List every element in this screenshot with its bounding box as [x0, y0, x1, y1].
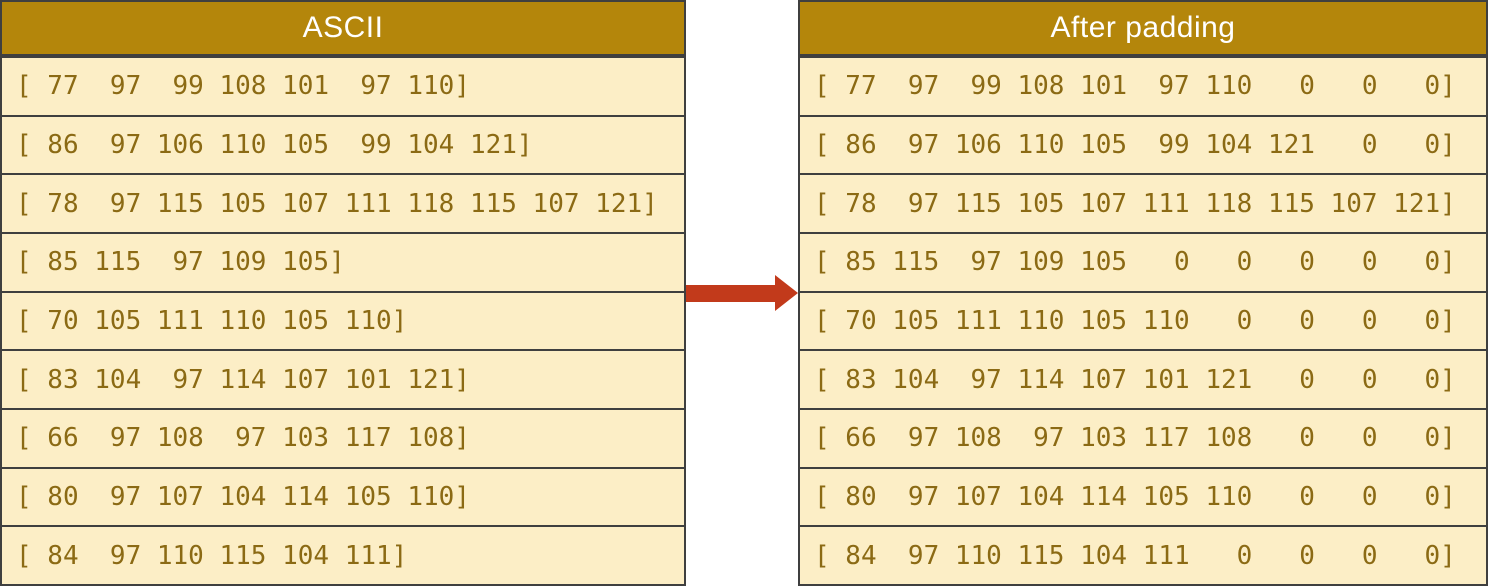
right-arrow-icon — [686, 275, 798, 311]
table-row: [ 78 97 115 105 107 111 118 115 107 121] — [800, 173, 1486, 233]
table-row: [ 70 105 111 110 105 110] — [2, 290, 684, 350]
right-arrow-body — [686, 284, 775, 302]
table-row: [ 84 97 110 115 104 111 0 0 0 0] — [800, 525, 1486, 585]
table-row: [ 66 97 108 97 103 117 108] — [2, 408, 684, 467]
after-padding-table-title: After padding — [800, 2, 1486, 56]
table-row: [ 77 97 99 108 101 97 110 0 0 0] — [800, 56, 1486, 115]
table-row: [ 77 97 99 108 101 97 110] — [2, 56, 684, 115]
table-row: [ 66 97 108 97 103 117 108 0 0 0] — [800, 408, 1486, 467]
table-row: [ 86 97 106 110 105 99 104 121 0 0] — [800, 114, 1486, 174]
table-row: [ 80 97 107 104 114 105 110 0 0 0] — [800, 466, 1486, 526]
table-row: [ 85 115 97 109 105 0 0 0 0 0] — [800, 232, 1486, 291]
transform-arrow-zone — [686, 0, 798, 586]
table-row: [ 78 97 115 105 107 111 118 115 107 121] — [2, 173, 684, 233]
table-row: [ 70 105 111 110 105 110 0 0 0 0] — [800, 290, 1486, 350]
ascii-table: ASCII [ 77 97 99 108 101 97 110] [ 86 97… — [0, 0, 686, 586]
table-row: [ 83 104 97 114 107 101 121 0 0 0] — [800, 349, 1486, 409]
after-padding-table: After padding [ 77 97 99 108 101 97 110 … — [798, 0, 1488, 586]
table-row: [ 83 104 97 114 107 101 121] — [2, 349, 684, 409]
table-row: [ 85 115 97 109 105] — [2, 232, 684, 291]
table-row: [ 80 97 107 104 114 105 110] — [2, 466, 684, 526]
table-row: [ 86 97 106 110 105 99 104 121] — [2, 114, 684, 174]
table-row: [ 84 97 110 115 104 111] — [2, 525, 684, 585]
ascii-table-title: ASCII — [2, 2, 684, 56]
right-arrow-head — [775, 275, 798, 311]
